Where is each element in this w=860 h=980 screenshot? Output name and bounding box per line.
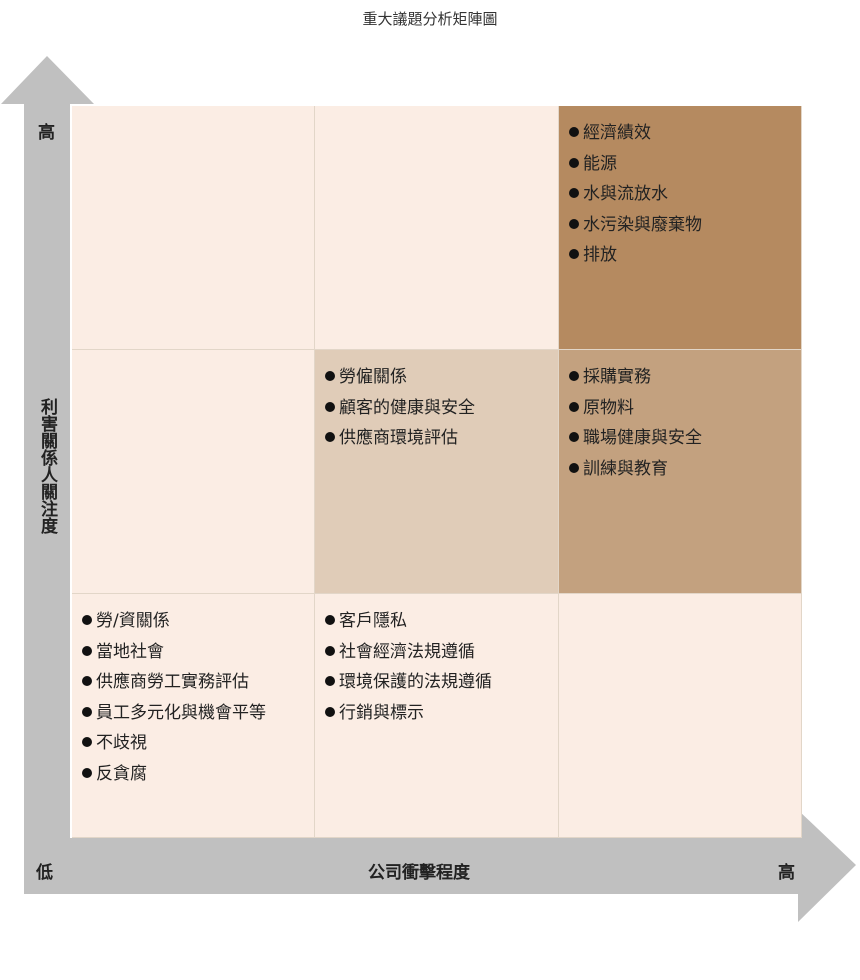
issue-item: 勞/資關係 — [82, 606, 314, 637]
y-axis-high-label: 高 — [38, 123, 55, 143]
issue-item: 水與流放水 — [569, 179, 801, 210]
issue-label: 不歧視 — [96, 733, 147, 753]
issue-item: 勞僱關係 — [325, 362, 558, 393]
issue-label: 訓練與教育 — [583, 458, 668, 479]
x-axis-high-label: 高 — [778, 863, 795, 883]
issue-label: 排放 — [583, 245, 617, 265]
issue-label: 環境保護的法規遵循 — [339, 672, 492, 692]
issue-item: 不歧視 — [82, 728, 314, 759]
bullet-icon — [82, 615, 92, 625]
bullet-icon — [325, 645, 335, 656]
cell-high-low — [72, 106, 315, 350]
issue-item: 環境保護的法規遵循 — [325, 667, 558, 698]
issue-label: 原物料 — [583, 397, 634, 418]
x-axis-arrow — [24, 810, 856, 922]
issue-label: 職場健康與安全 — [583, 428, 702, 448]
bullet-icon — [325, 676, 335, 686]
issue-label: 水污染與廢棄物 — [583, 214, 702, 235]
issue-label: 員工多元化與機會平等 — [96, 702, 266, 723]
matrix-grid: 經濟績效能源水與流放水水污染與廢棄物排放 勞僱關係顧客的健康與安全供應商環境評估… — [72, 106, 802, 838]
issue-label: 行銷與標示 — [339, 702, 424, 723]
issue-item: 供應商勞工實務評估 — [82, 667, 314, 698]
cell-high-high: 經濟績效能源水與流放水水污染與廢棄物排放 — [559, 106, 802, 350]
cell-mid-high: 採購實務原物料職場健康與安全訓練與教育 — [559, 350, 802, 594]
issue-label: 顧客的健康與安全 — [339, 397, 475, 418]
issue-label: 客戶隱私 — [339, 611, 407, 631]
issue-item: 訓練與教育 — [569, 454, 801, 485]
cell-low-mid: 客戶隱私社會經濟法規遵循環境保護的法規遵循行銷與標示 — [315, 594, 559, 838]
bullet-icon — [82, 676, 92, 686]
issue-list: 勞/資關係當地社會供應商勞工實務評估員工多元化與機會平等不歧視反貪腐 — [82, 606, 314, 789]
bullet-icon — [325, 371, 335, 381]
issue-label: 當地社會 — [96, 641, 164, 662]
issue-item: 顧客的健康與安全 — [325, 393, 558, 424]
bullet-icon — [82, 645, 92, 656]
issue-label: 經濟績效 — [583, 123, 651, 143]
issue-label: 供應商勞工實務評估 — [96, 672, 249, 692]
bullet-icon — [82, 737, 92, 747]
cell-mid-low — [72, 350, 315, 594]
cell-low-high — [559, 594, 802, 838]
bullet-icon — [569, 188, 579, 198]
issue-item: 水污染與廢棄物 — [569, 210, 801, 241]
issue-label: 採購實務 — [583, 367, 651, 387]
issue-item: 社會經濟法規遵循 — [325, 637, 558, 668]
issue-list: 經濟績效能源水與流放水水污染與廢棄物排放 — [569, 118, 801, 271]
cell-low-low: 勞/資關係當地社會供應商勞工實務評估員工多元化與機會平等不歧視反貪腐 — [72, 594, 315, 838]
cell-high-mid — [315, 106, 559, 350]
issue-label: 社會經濟法規遵循 — [339, 641, 475, 662]
bullet-icon — [569, 127, 579, 137]
issue-list: 勞僱關係顧客的健康與安全供應商環境評估 — [325, 362, 558, 454]
issue-item: 排放 — [569, 240, 801, 271]
issue-item: 原物料 — [569, 393, 801, 424]
y-axis-title: 利害關係人關注度 — [37, 398, 57, 534]
x-axis-title: 公司衝擊程度 — [368, 863, 470, 883]
bullet-icon — [325, 706, 335, 717]
issue-item: 經濟績效 — [569, 118, 801, 149]
bullet-icon — [569, 249, 579, 259]
issue-item: 職場健康與安全 — [569, 423, 801, 454]
issue-list: 採購實務原物料職場健康與安全訓練與教育 — [569, 362, 801, 484]
bullet-icon — [569, 157, 579, 168]
issue-item: 反貪腐 — [82, 759, 314, 790]
issue-label: 勞/資關係 — [96, 611, 170, 631]
issue-list: 客戶隱私社會經濟法規遵循環境保護的法規遵循行銷與標示 — [325, 606, 558, 728]
bullet-icon — [325, 432, 335, 442]
issue-item: 供應商環境評估 — [325, 423, 558, 454]
bullet-icon — [569, 371, 579, 381]
bullet-icon — [325, 615, 335, 625]
chart-title: 重大議題分析矩陣圖 — [362, 10, 498, 28]
cell-mid-mid: 勞僱關係顧客的健康與安全供應商環境評估 — [315, 350, 559, 594]
x-axis-low-label: 低 — [36, 863, 53, 883]
bullet-icon — [325, 401, 335, 412]
issue-label: 供應商環境評估 — [339, 428, 458, 448]
issue-label: 水與流放水 — [583, 184, 668, 204]
bullet-icon — [569, 218, 579, 229]
bullet-icon — [82, 706, 92, 717]
bullet-icon — [569, 462, 579, 473]
issue-item: 能源 — [569, 149, 801, 180]
bullet-icon — [569, 401, 579, 412]
bullet-icon — [569, 432, 579, 442]
y-axis-arrow — [1, 56, 94, 858]
issue-item: 採購實務 — [569, 362, 801, 393]
issue-item: 行銷與標示 — [325, 698, 558, 729]
issue-item: 當地社會 — [82, 637, 314, 668]
issue-item: 客戶隱私 — [325, 606, 558, 637]
issue-label: 能源 — [583, 153, 617, 174]
issue-label: 勞僱關係 — [339, 367, 407, 387]
bullet-icon — [82, 767, 92, 778]
issue-item: 員工多元化與機會平等 — [82, 698, 314, 729]
issue-label: 反貪腐 — [96, 763, 147, 784]
